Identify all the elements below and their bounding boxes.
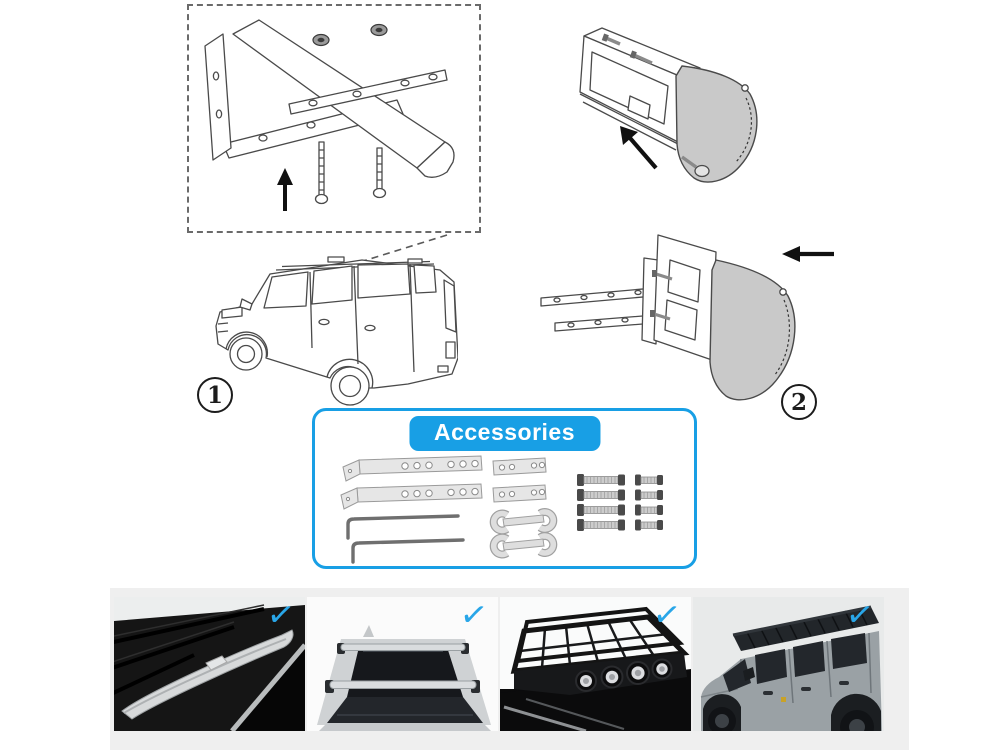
bolt-icon <box>372 147 387 199</box>
step-1-badge: 1 <box>197 377 233 413</box>
mounting-plate-icon <box>492 457 547 503</box>
accessories-contents <box>340 455 664 564</box>
exploded-view-box <box>187 4 481 233</box>
bracket-exploded-diagram <box>204 19 455 211</box>
screw-icon <box>601 33 653 65</box>
screw-icon <box>681 155 710 178</box>
accessories-title: Accessories <box>408 416 601 451</box>
accessories-panel: Accessories <box>312 408 697 569</box>
suv-line-drawing <box>215 256 458 406</box>
arrow-left-icon <box>782 246 834 262</box>
check-icon: ✓ <box>264 597 298 636</box>
check-icon: ✓ <box>650 597 684 636</box>
endcap-install-diagram-a <box>579 27 758 183</box>
endcap-install-diagram-b <box>540 234 834 401</box>
crossbar-icon <box>325 643 480 693</box>
allen-key-icon <box>346 514 465 564</box>
platform-rack-icon <box>732 605 879 651</box>
bolt-icon <box>314 141 329 205</box>
aero-crossbars-photo: ✓ <box>307 597 498 731</box>
step-2-badge: 2 <box>781 384 817 420</box>
wrench-icon <box>489 508 558 559</box>
light-icon <box>575 658 673 692</box>
arrow-up-icon <box>277 168 293 211</box>
mounting-bracket-icon <box>340 455 483 510</box>
screw-icon <box>650 270 673 321</box>
basket-rack-lights-photo: ✓ <box>500 597 691 731</box>
flat-platform-rack-photo: ✓ <box>693 597 884 731</box>
check-icon: ✓ <box>843 597 877 636</box>
arrow-up-left-icon <box>620 126 658 170</box>
check-icon: ✓ <box>457 597 491 636</box>
silver-side-rail-photo: ✓ <box>114 597 305 731</box>
nut-icon <box>312 23 388 47</box>
bolt-set-icon <box>576 473 664 532</box>
